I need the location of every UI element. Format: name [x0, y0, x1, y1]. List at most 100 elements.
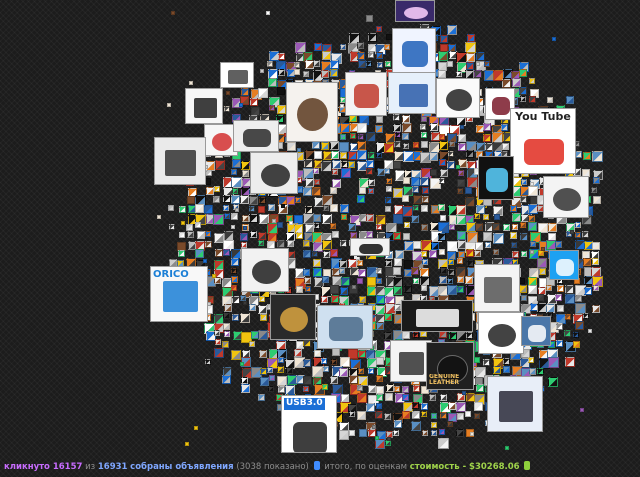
- ad-thumbnail[interactable]: [375, 439, 385, 449]
- ad-thumbnail[interactable]: [503, 224, 510, 231]
- ad-thumbnail[interactable]: [394, 304, 401, 311]
- tile-wristwatch-brown[interactable]: [286, 82, 338, 142]
- ad-thumbnail[interactable]: [303, 269, 310, 276]
- ad-thumbnail[interactable]: [573, 332, 579, 338]
- ad-thumbnail[interactable]: [357, 42, 364, 49]
- ad-thumbnail[interactable]: [304, 277, 311, 284]
- ad-thumbnail[interactable]: [510, 205, 517, 212]
- ad-thumbnail[interactable]: [203, 259, 207, 263]
- ad-thumbnail[interactable]: [330, 69, 338, 77]
- ad-thumbnail[interactable]: [294, 69, 300, 75]
- ad-thumbnail[interactable]: [552, 37, 556, 41]
- ad-thumbnail[interactable]: [385, 393, 393, 401]
- ad-thumbnail[interactable]: [387, 437, 391, 441]
- ad-thumbnail[interactable]: [546, 285, 552, 291]
- ad-thumbnail[interactable]: [384, 313, 392, 321]
- ad-thumbnail[interactable]: [268, 386, 274, 392]
- ad-thumbnail[interactable]: [222, 375, 231, 384]
- ad-thumbnail[interactable]: [528, 285, 537, 294]
- ad-thumbnail[interactable]: [413, 205, 419, 211]
- ad-thumbnail[interactable]: [402, 394, 409, 401]
- ad-thumbnail[interactable]: [358, 269, 366, 277]
- ad-thumbnail[interactable]: [277, 87, 285, 95]
- ad-thumbnail[interactable]: [413, 142, 419, 148]
- ad-thumbnail[interactable]: [376, 295, 385, 304]
- ad-thumbnail[interactable]: [294, 215, 303, 224]
- ad-thumbnail[interactable]: [376, 375, 383, 382]
- ad-thumbnail[interactable]: [376, 116, 383, 123]
- tile-usb3-hub[interactable]: USB3.0: [281, 395, 337, 453]
- ad-thumbnail[interactable]: [187, 231, 194, 238]
- ad-thumbnail[interactable]: [492, 223, 500, 231]
- ad-thumbnail[interactable]: [303, 240, 310, 247]
- ad-thumbnail[interactable]: [592, 242, 600, 250]
- ad-thumbnail[interactable]: [449, 224, 455, 230]
- ad-thumbnail[interactable]: [295, 42, 306, 53]
- ad-thumbnail[interactable]: [465, 276, 473, 284]
- ad-thumbnail[interactable]: [287, 240, 294, 247]
- ad-thumbnail[interactable]: [403, 143, 409, 149]
- ad-thumbnail[interactable]: [394, 386, 400, 392]
- ad-thumbnail[interactable]: [458, 134, 466, 142]
- ad-thumbnail[interactable]: [313, 214, 321, 222]
- ad-thumbnail[interactable]: [384, 332, 392, 340]
- ad-thumbnail[interactable]: [240, 295, 246, 301]
- ad-thumbnail[interactable]: [440, 412, 447, 419]
- ad-thumbnail[interactable]: [503, 358, 510, 365]
- ad-thumbnail[interactable]: [241, 377, 248, 384]
- ad-thumbnail[interactable]: [258, 330, 268, 340]
- ad-thumbnail[interactable]: [375, 411, 383, 419]
- ad-thumbnail[interactable]: [205, 359, 211, 365]
- ad-thumbnail[interactable]: [412, 186, 419, 193]
- ad-thumbnail[interactable]: [348, 349, 358, 359]
- ad-thumbnail[interactable]: [367, 277, 376, 286]
- ad-thumbnail[interactable]: [314, 151, 322, 159]
- ad-thumbnail[interactable]: [296, 286, 303, 293]
- ad-thumbnail[interactable]: [376, 52, 383, 59]
- ad-thumbnail[interactable]: [235, 208, 239, 212]
- ad-thumbnail[interactable]: [456, 402, 466, 412]
- tile-headphones-promo[interactable]: [395, 0, 435, 22]
- ad-thumbnail[interactable]: [213, 196, 220, 203]
- ad-thumbnail[interactable]: [570, 230, 574, 234]
- ad-thumbnail[interactable]: [232, 296, 240, 304]
- ad-thumbnail[interactable]: [249, 206, 255, 212]
- ad-thumbnail[interactable]: [349, 375, 358, 384]
- ad-thumbnail[interactable]: [303, 71, 309, 77]
- ad-thumbnail[interactable]: [501, 124, 508, 131]
- ad-thumbnail[interactable]: [528, 215, 535, 222]
- ad-thumbnail[interactable]: [376, 357, 384, 365]
- ad-thumbnail[interactable]: [376, 26, 382, 32]
- ad-thumbnail[interactable]: [313, 259, 321, 267]
- ad-thumbnail[interactable]: [330, 187, 337, 194]
- ad-thumbnail[interactable]: [277, 105, 286, 114]
- ad-thumbnail[interactable]: [350, 133, 356, 139]
- ad-thumbnail[interactable]: [322, 240, 332, 250]
- ad-thumbnail[interactable]: [431, 242, 439, 250]
- ad-thumbnail[interactable]: [421, 141, 428, 148]
- ad-thumbnail[interactable]: [368, 52, 374, 58]
- ad-thumbnail[interactable]: [430, 123, 438, 131]
- ad-thumbnail[interactable]: [466, 332, 473, 339]
- ad-thumbnail[interactable]: [430, 169, 437, 176]
- ad-thumbnail[interactable]: [339, 142, 349, 152]
- ad-thumbnail[interactable]: [548, 377, 558, 387]
- tile-sunglasses[interactable]: [350, 238, 390, 256]
- ad-thumbnail[interactable]: [447, 61, 453, 67]
- ad-thumbnail[interactable]: [258, 305, 267, 314]
- ad-thumbnail[interactable]: [242, 215, 249, 222]
- ad-thumbnail[interactable]: [456, 205, 466, 215]
- ad-thumbnail[interactable]: [341, 394, 349, 402]
- ad-thumbnail[interactable]: [259, 197, 266, 204]
- ad-thumbnail[interactable]: [520, 233, 528, 241]
- ad-thumbnail[interactable]: [457, 393, 465, 401]
- ad-thumbnail[interactable]: [592, 258, 599, 265]
- ad-thumbnail[interactable]: [314, 43, 322, 51]
- ad-thumbnail[interactable]: [287, 142, 296, 151]
- tile-sport-watch[interactable]: [345, 72, 387, 116]
- ad-thumbnail[interactable]: [340, 240, 347, 247]
- ad-thumbnail[interactable]: [340, 123, 350, 133]
- ad-thumbnail[interactable]: [269, 375, 275, 381]
- ad-thumbnail[interactable]: [231, 268, 237, 274]
- ad-thumbnail[interactable]: [340, 357, 350, 367]
